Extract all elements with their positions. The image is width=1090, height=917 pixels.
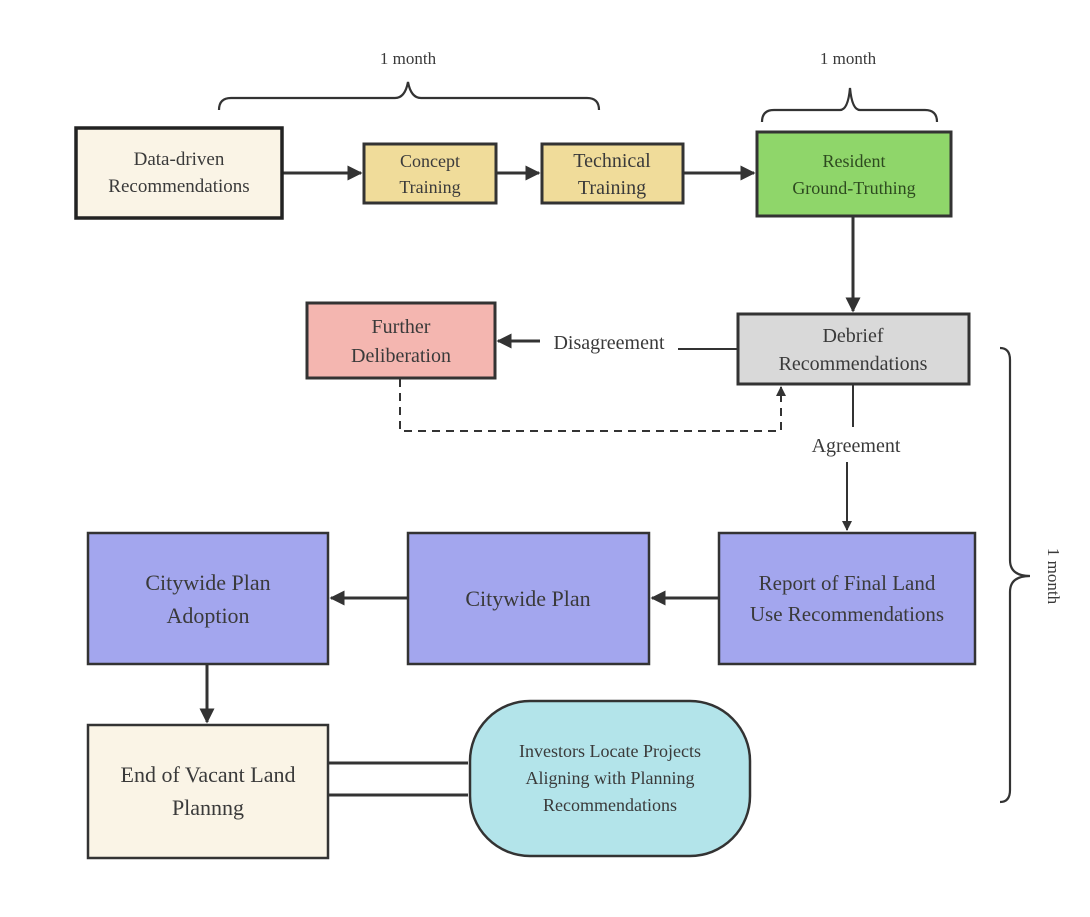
svg-text:Data-driven: Data-driven	[134, 149, 225, 170]
node-resident-ground-truthing[interactable]: Resident Ground-Truthing	[755, 130, 953, 218]
node-data-driven-recommendations[interactable]: Data-driven Recommendations	[74, 126, 284, 220]
svg-text:Training: Training	[578, 177, 646, 199]
svg-text:Further: Further	[372, 316, 431, 338]
node-citywide-plan-adoption[interactable]: Citywide Plan Adoption	[86, 531, 330, 666]
svg-text:Deliberation: Deliberation	[351, 345, 451, 367]
node-end-of-vacant-land-planning[interactable]: End of Vacant Land Plannng	[86, 723, 330, 860]
svg-text:End of Vacant Land: End of Vacant Land	[121, 762, 296, 787]
svg-text:Use Recommendations: Use Recommendations	[750, 602, 944, 626]
svg-text:Investors Locate Projects: Investors Locate Projects	[519, 741, 701, 761]
svg-text:Report of Final Land: Report of Final Land	[759, 571, 936, 595]
svg-text:Concept: Concept	[400, 151, 460, 171]
brace-ground-truthing: 1 month	[760, 49, 939, 123]
svg-text:Training: Training	[399, 177, 460, 197]
node-technical-training[interactable]: Technical Training	[540, 142, 685, 205]
brace-label-training: 1 month	[380, 49, 437, 68]
node-concept-training[interactable]: Concept Training	[362, 142, 498, 205]
edge-label-disagreement: Disagreement	[553, 332, 665, 354]
svg-text:Ground-Truthing: Ground-Truthing	[792, 178, 915, 198]
svg-text:Aligning with Planning: Aligning with Planning	[525, 768, 694, 788]
node-investors-locate-projects[interactable]: Investors Locate Projects Aligning with …	[468, 699, 752, 858]
svg-text:Recommendations: Recommendations	[108, 176, 249, 197]
svg-text:Resident: Resident	[823, 151, 886, 171]
node-further-deliberation[interactable]: Further Deliberation	[305, 301, 497, 380]
svg-text:Debrief: Debrief	[822, 325, 883, 347]
node-debrief-recommendations[interactable]: Debrief Recommendations	[736, 312, 971, 386]
brace-training: 1 month	[217, 49, 601, 111]
svg-text:Citywide Plan: Citywide Plan	[465, 586, 590, 611]
node-citywide-plan[interactable]: Citywide Plan	[406, 531, 651, 666]
brace-label-ground-truthing: 1 month	[820, 49, 877, 68]
brace-label-debrief-to-end: 1 month	[1044, 548, 1063, 605]
svg-text:Citywide Plan: Citywide Plan	[145, 570, 270, 595]
edge-label-agreement: Agreement	[812, 435, 901, 457]
svg-text:Adoption: Adoption	[166, 603, 249, 628]
brace-debrief-to-end: 1 month	[999, 346, 1063, 804]
svg-text:Plannng: Plannng	[172, 795, 244, 820]
svg-text:Recommendations: Recommendations	[543, 795, 677, 815]
edge-further-to-debrief-dashed	[399, 379, 786, 432]
svg-text:Recommendations: Recommendations	[779, 353, 928, 375]
node-report-final-land-use[interactable]: Report of Final Land Use Recommendations	[717, 531, 977, 666]
svg-text:Technical: Technical	[573, 150, 651, 172]
